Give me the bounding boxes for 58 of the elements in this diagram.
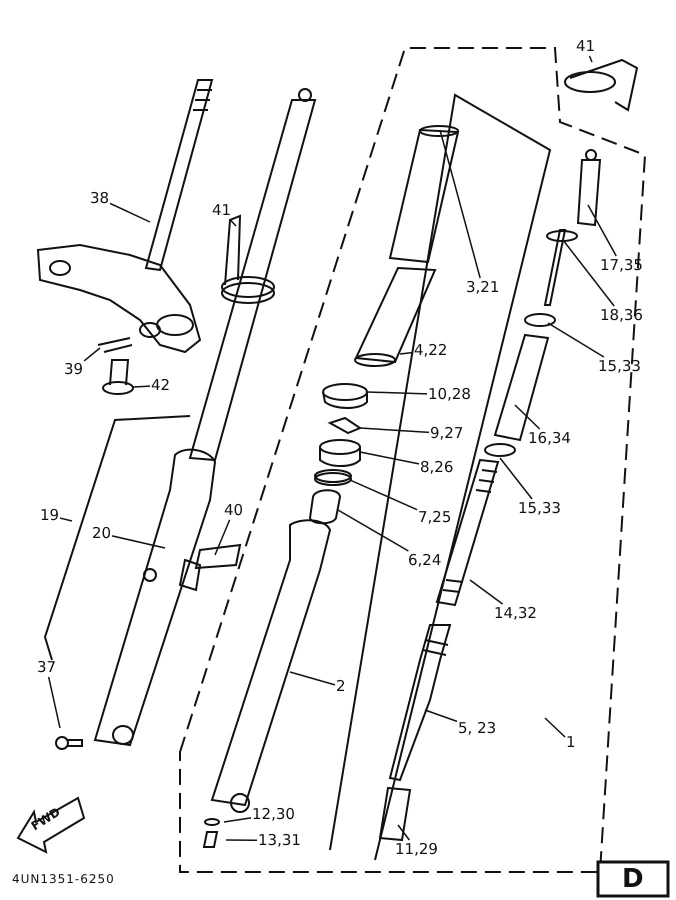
leader-line (230, 219, 237, 227)
leader-line (588, 56, 593, 62)
leader-line (397, 824, 410, 840)
callout-number: 18,36 (600, 307, 643, 324)
callout-number: 38 (90, 190, 110, 207)
leader-line (214, 520, 230, 556)
leader-line (544, 717, 566, 738)
leader-line (360, 451, 420, 465)
callout-number: 19 (40, 507, 60, 524)
callout-number: 2 (336, 678, 346, 695)
callout-number: 9,27 (430, 425, 464, 442)
leader-line (548, 322, 604, 358)
callout-number: 14,32 (494, 605, 537, 622)
leader-line (587, 204, 617, 256)
callout-number: 40 (224, 502, 244, 519)
leader-line (360, 427, 430, 434)
callout-number: 39 (64, 361, 84, 378)
callout-number: 16,34 (528, 430, 571, 447)
leader-line (499, 458, 533, 500)
callout-number: 8,26 (420, 459, 454, 476)
leader-line (132, 385, 150, 388)
leader-line (60, 517, 72, 522)
leader-line (290, 671, 336, 686)
callout-number: 13,31 (258, 832, 301, 849)
leader-line (470, 579, 504, 605)
callout-number: 6,24 (408, 552, 442, 569)
callout-number: 4,22 (414, 342, 448, 359)
callout-number: 3,21 (466, 279, 500, 296)
callout-number: 7,25 (418, 509, 452, 526)
leader-line (562, 240, 615, 306)
leader-line (338, 509, 409, 552)
leader-line (514, 404, 540, 430)
callout-number: 15,33 (598, 358, 641, 375)
leader-line (350, 479, 418, 510)
callout-number: 37 (37, 659, 56, 676)
leader-line (226, 839, 257, 842)
callout-number: 11,29 (395, 841, 438, 858)
callout-number: 5, 23 (458, 720, 496, 737)
callout-number: 12,30 (252, 806, 295, 823)
callout-number: 10,28 (428, 386, 471, 403)
callout-number: 42 (151, 377, 170, 394)
leader-line (366, 391, 428, 395)
callout-number: 41 (576, 38, 596, 55)
leader-line (424, 709, 458, 722)
callout-number: 41 (212, 202, 232, 219)
part-number: 4UN1351-6250 (12, 872, 115, 886)
leader-line (439, 130, 481, 278)
leader-line (224, 817, 252, 823)
callout-number: 20 (92, 525, 112, 542)
leader-line (48, 676, 61, 728)
leader-line (400, 352, 414, 355)
callout-number: 17,35 (600, 257, 643, 274)
leader-line (110, 202, 150, 223)
callout-number: 1 (566, 734, 576, 751)
callout-number: 15,33 (518, 500, 561, 517)
leader-line (112, 535, 166, 549)
page-label: D (622, 864, 644, 894)
leader-line (84, 347, 100, 362)
